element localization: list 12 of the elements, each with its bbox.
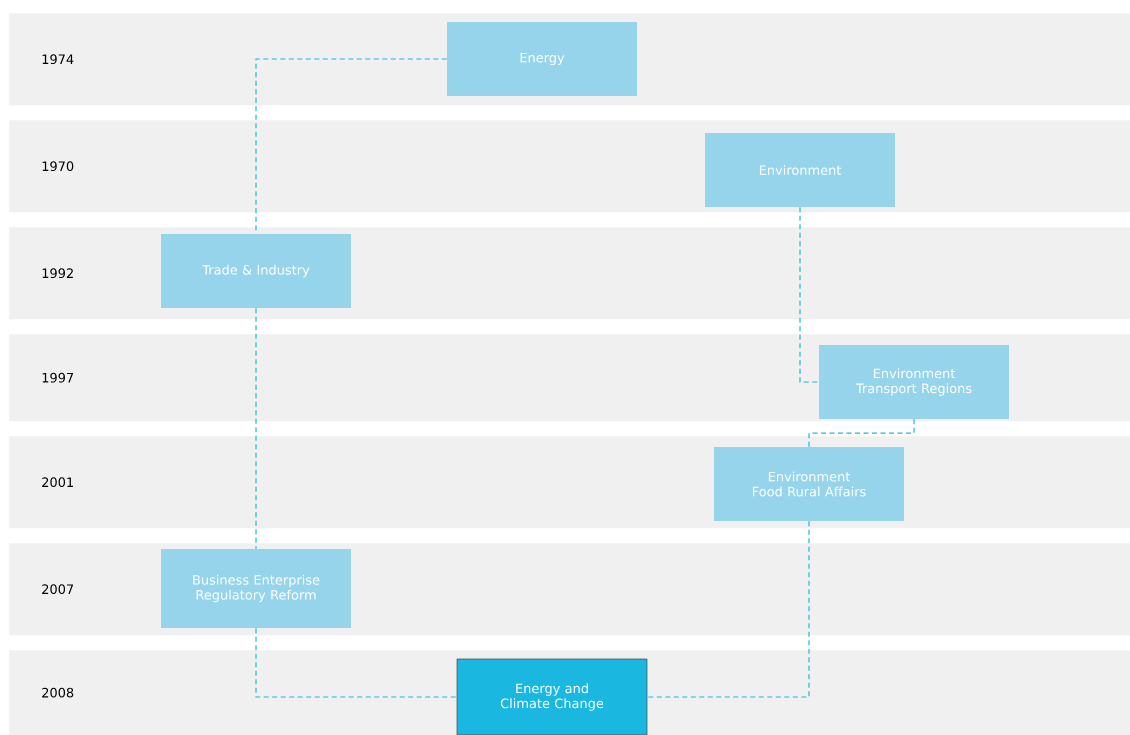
connector-line xyxy=(808,418,915,448)
connector-line xyxy=(646,520,810,698)
department-box: Environment xyxy=(705,133,895,207)
department-box: Energy and Climate Change xyxy=(456,658,648,735)
department-box: Business Enterprise Regulatory Reform xyxy=(161,549,351,628)
connector-line xyxy=(255,307,257,550)
department-box: Environment Transport Regions xyxy=(819,345,1009,419)
department-box: Trade & Industry xyxy=(161,234,351,308)
connector-line xyxy=(255,627,458,698)
department-box: Energy xyxy=(447,22,637,96)
department-box: Environment Food Rural Affairs xyxy=(714,447,904,521)
connector-line xyxy=(799,206,820,383)
